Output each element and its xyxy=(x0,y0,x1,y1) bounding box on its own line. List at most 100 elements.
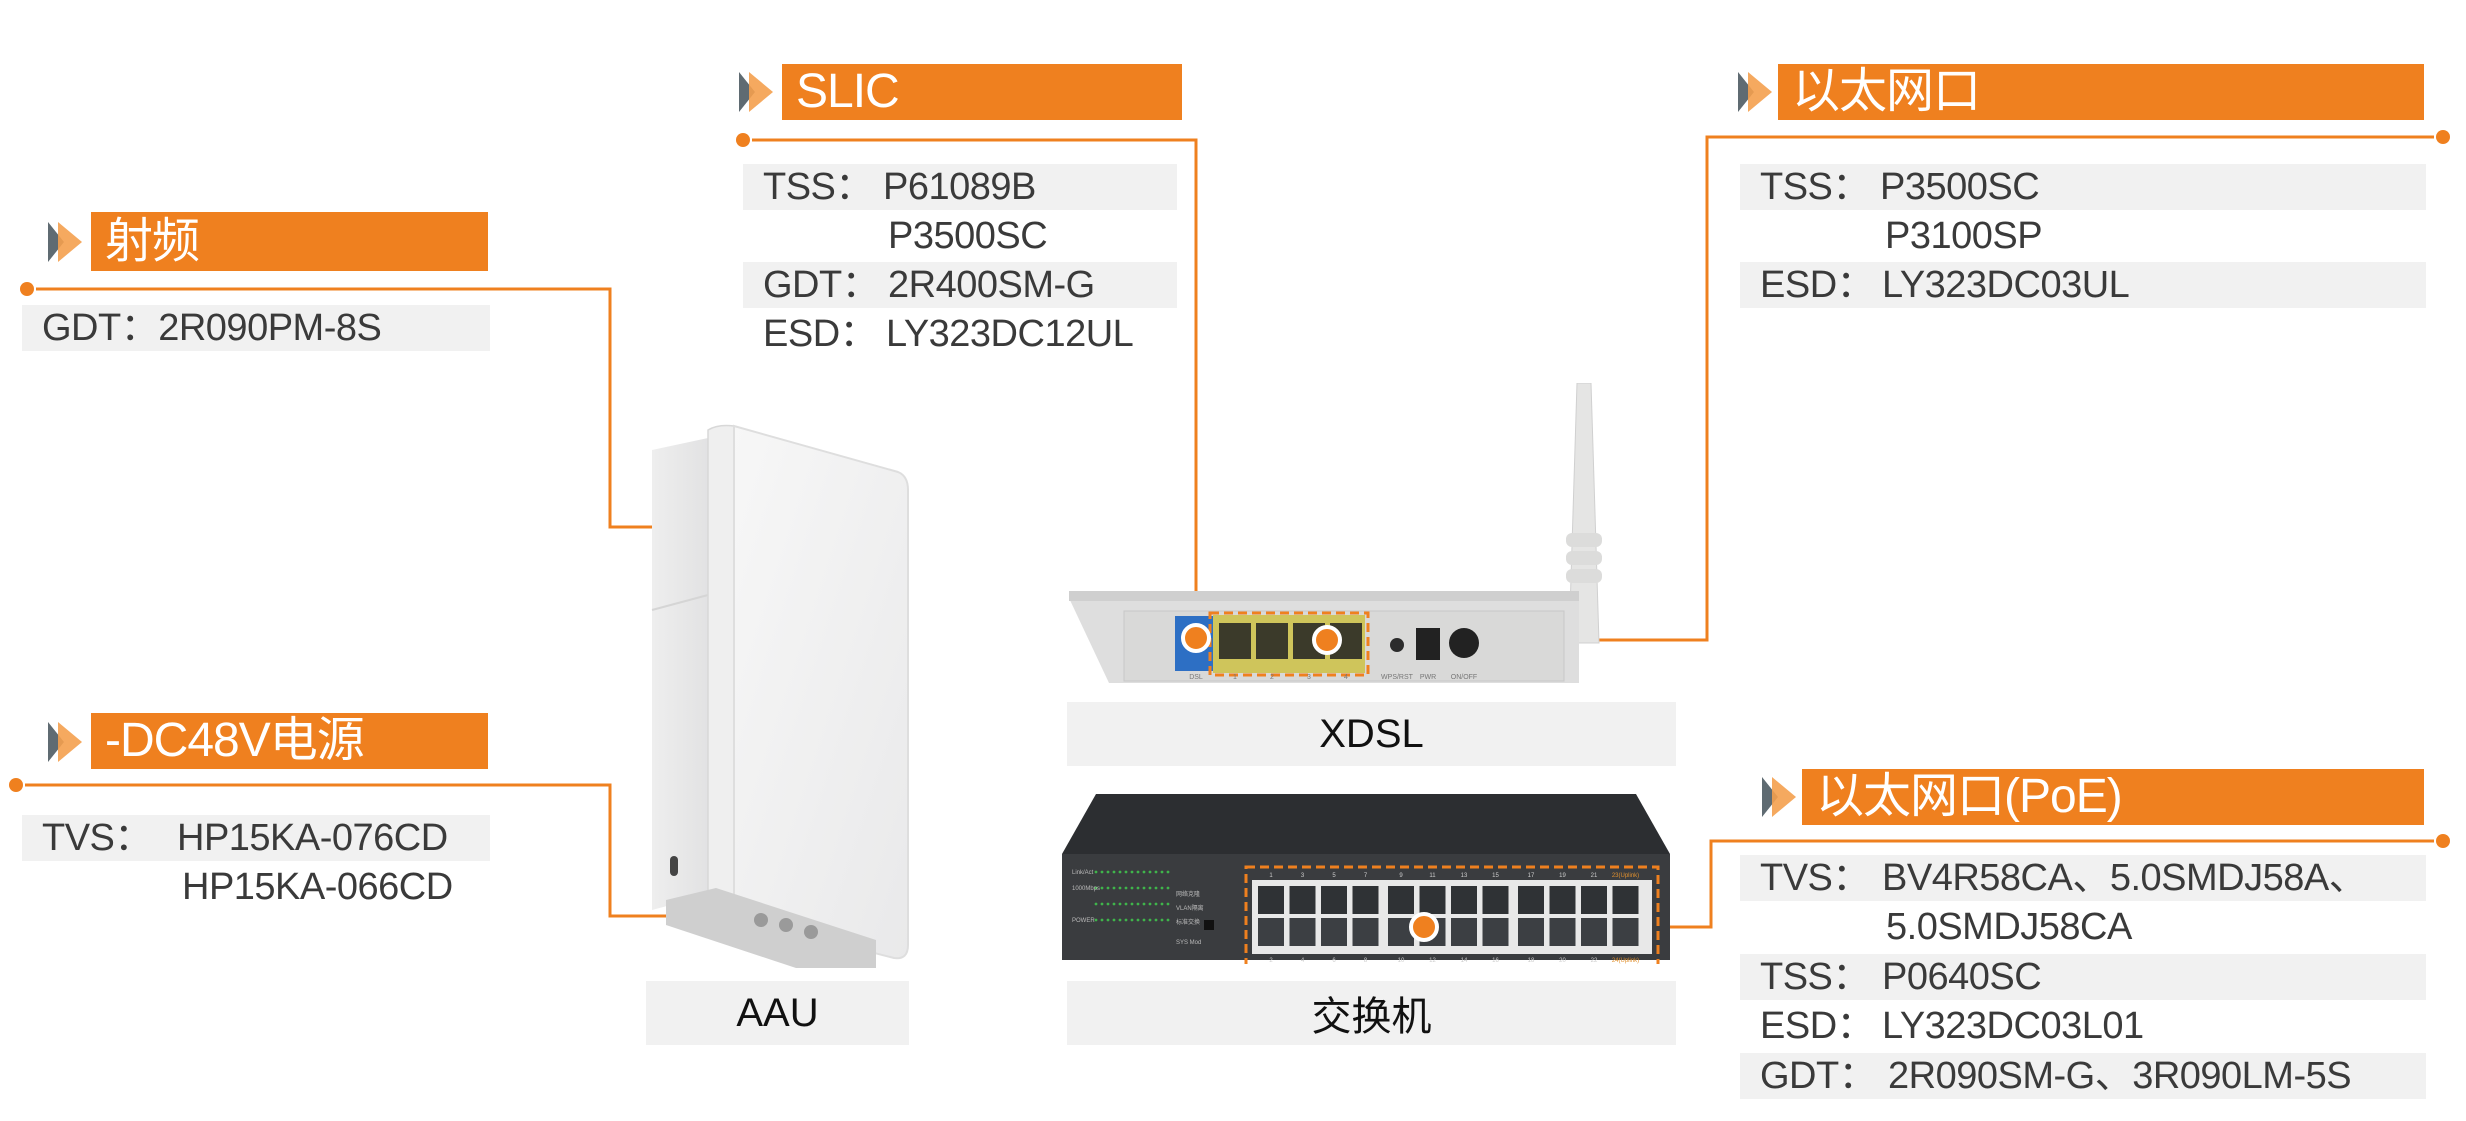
port-label: 4 xyxy=(1344,674,1348,681)
row-value: P3500SC xyxy=(1880,166,2040,208)
dc48v-row-tvs-2: HP15KA-066CD xyxy=(22,864,490,910)
row-key: TSS： xyxy=(1760,956,1870,998)
switch-port xyxy=(1451,918,1477,946)
status-led xyxy=(1118,886,1122,890)
mode-label: VLAN隔离 xyxy=(1176,904,1204,912)
status-led xyxy=(1118,902,1122,906)
ethernet-row-esd: ESD： LY323DC03UL xyxy=(1740,262,2426,308)
poe-connector-dot xyxy=(2436,834,2450,848)
status-led xyxy=(1106,902,1110,906)
status-led xyxy=(1148,870,1152,874)
ethernet-section-title: 以太网口 xyxy=(1778,64,2424,120)
switch-label: 交换机 xyxy=(1067,981,1676,1045)
status-led xyxy=(1154,870,1158,874)
row-key: ESD： xyxy=(1760,264,1875,306)
ethernet-connector-dot xyxy=(2436,130,2450,144)
aau-front-panel xyxy=(733,424,909,960)
status-led xyxy=(1112,902,1116,906)
port-number: 18 xyxy=(1528,958,1535,964)
status-led xyxy=(1124,886,1128,890)
rf-row-gdt: GDT： 2R090PM-8S xyxy=(22,305,490,351)
panel-label: POWER xyxy=(1072,918,1095,924)
port-number: 14 xyxy=(1461,958,1468,964)
row-key: GDT： xyxy=(763,264,880,306)
slic-section-title: SLIC xyxy=(782,64,1182,120)
switch-port xyxy=(1518,918,1544,946)
port-number: 21 xyxy=(1591,873,1598,879)
status-led xyxy=(1118,918,1122,922)
row-value: HP15KA-066CD xyxy=(182,866,453,908)
rf-connector-dot xyxy=(20,282,34,296)
ethernet-row-tss: TSS： P3500SC xyxy=(1740,164,2426,210)
chevron-right-icon xyxy=(48,722,82,762)
status-led xyxy=(1160,902,1164,906)
switch-image: Link/Act 1000Mbps POWER SYS Mod 网络克隆 VLA… xyxy=(1062,794,1670,964)
status-led xyxy=(1148,918,1152,922)
status-led xyxy=(1136,902,1140,906)
dc48v-connector-dot xyxy=(9,778,23,792)
status-led xyxy=(1130,918,1134,922)
chevron-right-icon xyxy=(48,222,82,262)
slic-row-tss: TSS： P61089B xyxy=(743,164,1177,210)
status-led xyxy=(1094,918,1098,922)
switch-port xyxy=(1612,918,1639,946)
rf-section-title: 射频 xyxy=(91,212,488,271)
panel-label: SYS Mod xyxy=(1176,940,1201,946)
status-led xyxy=(1130,886,1134,890)
poe-row-tvs: TVS： BV4R58CA、5.0SMDJ58A、 xyxy=(1740,855,2426,901)
status-led xyxy=(1112,886,1116,890)
switch-port xyxy=(1258,886,1284,914)
mode-label: 标准交换 xyxy=(1176,918,1200,926)
aau-side-panel xyxy=(652,438,708,910)
chevron-right-icon xyxy=(739,72,773,112)
router-lan-highlight xyxy=(1208,611,1370,677)
status-led xyxy=(1166,918,1170,922)
ethernet-row-tss-2: P3100SP xyxy=(1740,213,2426,259)
port-label: ON/OFF xyxy=(1451,674,1477,681)
poe-target-dot xyxy=(1409,912,1439,942)
row-key: GDT： xyxy=(1760,1055,1877,1097)
port-number: 7 xyxy=(1364,873,1368,879)
row-key: TSS： xyxy=(1760,166,1870,208)
port-number: 15 xyxy=(1492,873,1499,879)
switch-port xyxy=(1258,918,1284,946)
status-led xyxy=(1154,886,1158,890)
status-led xyxy=(1166,902,1170,906)
port-number: 1 xyxy=(1269,873,1273,879)
status-led xyxy=(1154,918,1158,922)
port-number: 13 xyxy=(1461,873,1468,879)
switch-port xyxy=(1419,886,1446,914)
aau-label: AAU xyxy=(646,981,909,1045)
status-led xyxy=(1130,902,1134,906)
switch-port xyxy=(1581,918,1607,946)
status-led xyxy=(1094,870,1098,874)
poe-row-esd: ESD： LY323DC03L01 xyxy=(1740,1003,2426,1049)
dc48v-row-tvs: TVS： HP15KA-076CD xyxy=(22,815,490,861)
port-number: 19 xyxy=(1559,873,1566,879)
row-value: 2R090PM-8S xyxy=(158,307,382,349)
switch-port xyxy=(1482,886,1509,914)
status-led xyxy=(1166,886,1170,890)
status-led xyxy=(1094,902,1098,906)
poe-section-title: 以太网口(PoE) xyxy=(1802,769,2424,825)
slic-connector-dot xyxy=(736,133,750,147)
status-led xyxy=(1100,886,1104,890)
port-label: 3 xyxy=(1307,674,1311,681)
port-number: 2 xyxy=(1269,958,1273,964)
status-led xyxy=(1118,870,1122,874)
status-led xyxy=(1124,870,1128,874)
port-number: 6 xyxy=(1332,958,1336,964)
status-led xyxy=(1142,886,1146,890)
status-led xyxy=(1112,918,1116,922)
status-led xyxy=(1094,886,1098,890)
row-value: LY323DC03UL xyxy=(1882,264,2130,306)
row-value: P3500SC xyxy=(888,215,1048,257)
switch-port xyxy=(1612,886,1639,914)
status-led xyxy=(1160,886,1164,890)
row-value: HP15KA-076CD xyxy=(177,817,448,859)
status-led xyxy=(1154,902,1158,906)
port-label: WPS/RST xyxy=(1381,674,1414,681)
switch-port xyxy=(1388,886,1414,914)
router-pwr-jack xyxy=(1416,628,1440,660)
switch-port xyxy=(1482,918,1509,946)
